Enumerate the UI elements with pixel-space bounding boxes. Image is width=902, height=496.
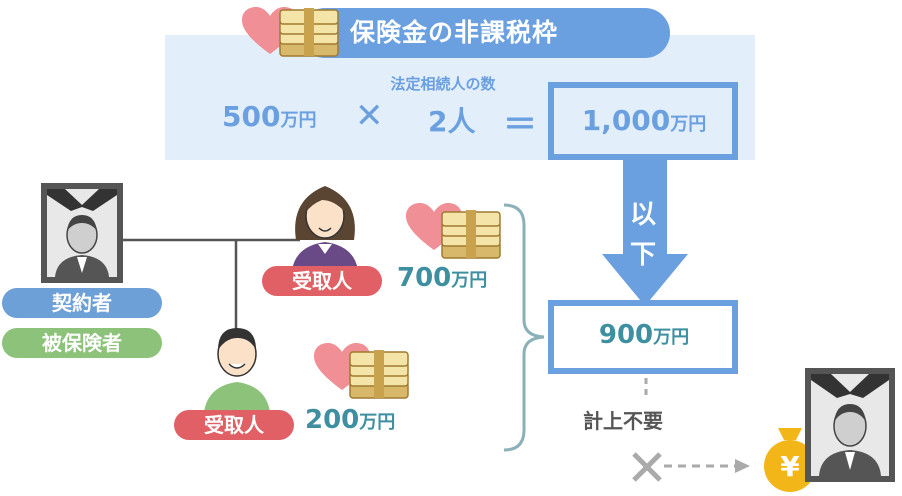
recipient-amount-1: 700万円 <box>397 263 488 293</box>
heart-money-icon <box>242 7 339 57</box>
down-arrow-icon <box>602 158 688 306</box>
man-recipient-icon <box>204 328 270 412</box>
page-title: 保険金の非課税枠 <box>350 18 559 47</box>
total-box <box>548 300 738 374</box>
no-recording-label: 計上不要 <box>583 409 663 433</box>
equals-sign: ＝ <box>503 105 537 145</box>
heir-count: 2人 <box>428 105 476 138</box>
recipient-badge-1: 受取人 <box>262 266 382 296</box>
total-amount: 900万円 <box>598 320 690 350</box>
exempt-limit-box <box>548 82 738 160</box>
insured-badge: 被保険者 <box>2 328 162 358</box>
heir-count-label: 法定相続人の数 <box>390 75 496 93</box>
multiply-sign: ✕ <box>355 96 384 136</box>
deceased-portrait-icon <box>41 183 123 283</box>
contractor-badge: 契約者 <box>2 288 162 318</box>
exempt-limit-amount: 1,000万円 <box>581 104 707 137</box>
title-pill <box>300 8 670 58</box>
deceased-portrait-icon-2 <box>805 368 895 482</box>
svg-text:¥: ¥ <box>780 450 800 483</box>
recipient-badge-2: 受取人 <box>174 410 294 440</box>
base-amount: 500万円 <box>222 100 317 133</box>
money-bag-icon: ¥ <box>764 428 816 492</box>
heart-money-icon-2 <box>314 343 409 399</box>
woman-recipient-icon <box>292 186 358 270</box>
arrow-label: 以 下 <box>629 200 656 270</box>
heart-money-icon-1 <box>406 203 501 259</box>
cross-icon <box>632 452 662 482</box>
recipient-amount-2: 200万円 <box>305 405 396 435</box>
